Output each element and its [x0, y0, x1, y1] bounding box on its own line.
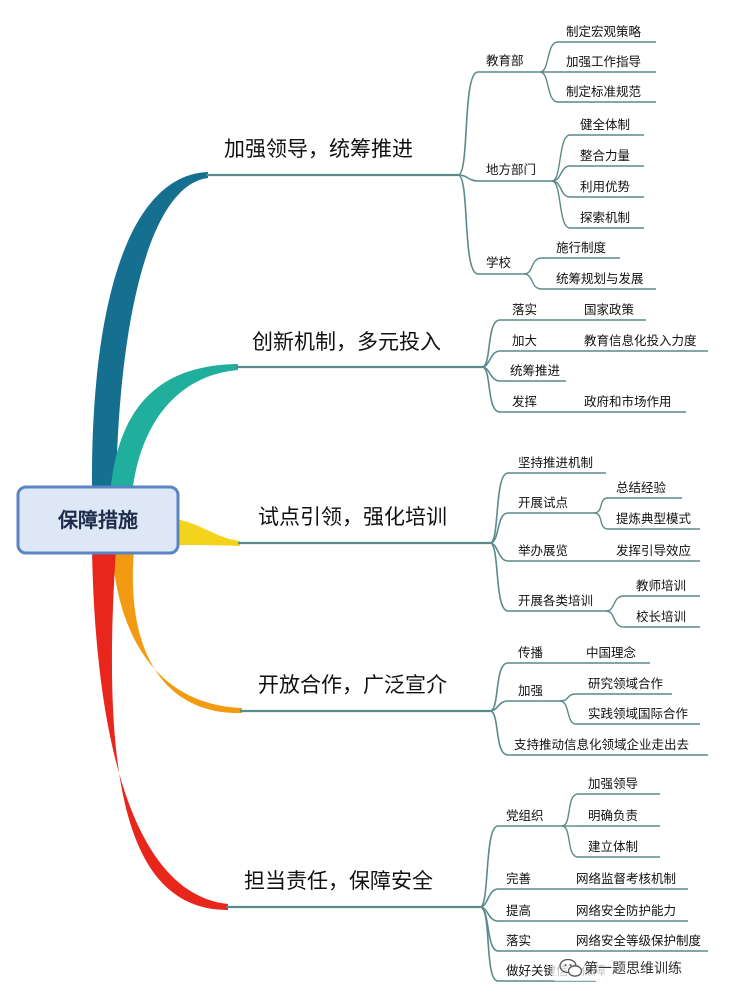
b1-leaf-2[interactable]: 加强工作指导: [566, 54, 641, 69]
b4-node-1[interactable]: 传播: [518, 645, 544, 660]
b4-leaf-3[interactable]: 实践领域国际合作: [588, 706, 689, 721]
b4-node-2[interactable]: 加强: [518, 683, 544, 698]
b2-node-1[interactable]: 落实: [512, 302, 537, 317]
watermark-text: 第一题思维训练: [584, 960, 682, 977]
watermark: 第一题思维训练: [552, 955, 716, 981]
level1-underlines: [206, 173, 490, 909]
branch-1-label[interactable]: 加强领导，统筹推进: [224, 137, 413, 161]
b1-leaf-7[interactable]: 探索机制: [580, 210, 630, 225]
b5-leaf-2[interactable]: 明确负责: [588, 808, 638, 823]
branch-3-curve: [170, 518, 240, 546]
b5-node-3[interactable]: 提高: [506, 903, 531, 918]
b1-node-difang[interactable]: 地方部门: [486, 162, 536, 177]
root-label: 保障措施: [57, 508, 138, 532]
b1-leaf-1[interactable]: 制定宏观策略: [566, 24, 642, 39]
b5-leaf-5[interactable]: 网络安全防护能力: [576, 903, 676, 918]
b3-node-2[interactable]: 开展试点: [518, 495, 568, 510]
b3-leaf-1[interactable]: 总结经验: [616, 480, 667, 495]
conn-b1-c3: [457, 174, 479, 275]
wechat-icon: [559, 958, 583, 977]
b1-node-xuexiao[interactable]: 学校: [486, 255, 512, 270]
branch-2-label[interactable]: 创新机制，多元投入: [252, 330, 441, 354]
b5-node-4[interactable]: 落实: [506, 933, 531, 948]
branch-5-curve: [92, 550, 228, 910]
branch-1-curve: [91, 172, 208, 495]
root-node[interactable]: 保障措施: [16, 485, 180, 555]
b1-leaf-9[interactable]: 统筹规划与发展: [556, 271, 644, 286]
level3-connectors: [523, 41, 708, 952]
branch-4-curve: [112, 550, 242, 714]
b2-node-4[interactable]: 发挥: [512, 394, 537, 409]
b5-leaf-6[interactable]: 网络安全等级保护制度: [576, 933, 702, 948]
b5-leaf-4[interactable]: 网络监督考核机制: [576, 871, 676, 886]
b1-leaf-6[interactable]: 利用优势: [580, 179, 631, 194]
b5-leaf-3[interactable]: 建立体制: [588, 839, 638, 854]
b4-node-3[interactable]: 支持推动信息化领域企业走出去: [514, 737, 689, 752]
b4-leaf-1[interactable]: 中国理念: [586, 645, 637, 660]
b3-node-4[interactable]: 开展各类培训: [518, 593, 593, 608]
b3-leaf-4[interactable]: 教师培训: [636, 578, 686, 593]
branch-3-label[interactable]: 试点引领，强化培训: [258, 505, 447, 529]
root-node-box: [16, 485, 180, 555]
b5-node-1[interactable]: 党组织: [506, 808, 544, 823]
branch-2-curve: [110, 364, 238, 495]
branch-5-label[interactable]: 担当责任，保障安全: [244, 869, 433, 893]
b1-leaf-5[interactable]: 整合力量: [580, 148, 630, 163]
b3-node-1[interactable]: 坚持推进机制: [518, 455, 593, 470]
conn-b1-c2: [457, 174, 479, 182]
b2-node-3[interactable]: 统筹推进: [510, 363, 561, 378]
level2-connectors: [457, 71, 708, 982]
b3-leaf-3[interactable]: 发挥引导效应: [616, 543, 691, 558]
b3-node-3[interactable]: 举办展览: [518, 543, 568, 558]
watermark-backdrop: [552, 955, 716, 981]
b5-leaf-1[interactable]: 加强领导: [588, 776, 638, 791]
b1-leaf-3[interactable]: 制定标准规范: [566, 84, 641, 99]
b2-node-2[interactable]: 加大: [512, 333, 537, 348]
conn-b1-c1: [457, 71, 479, 176]
b2-leaf-1[interactable]: 国家政策: [584, 302, 635, 317]
b4-leaf-2[interactable]: 研究领域合作: [588, 676, 664, 691]
b1-leaf-8[interactable]: 施行制度: [556, 240, 607, 255]
b2-leaf-2[interactable]: 教育信息化投入力度: [584, 333, 697, 348]
b3-leaf-2[interactable]: 提炼典型模式: [616, 511, 692, 526]
b1-leaf-4[interactable]: 健全体制: [580, 117, 630, 132]
b3-leaf-5[interactable]: 校长培训: [636, 609, 686, 624]
b1-node-jiaoyubu[interactable]: 教育部: [486, 53, 524, 68]
b2-leaf-3[interactable]: 政府和市场作用: [584, 394, 672, 409]
b5-node-2[interactable]: 完善: [506, 871, 531, 886]
branch-4-label[interactable]: 开放合作，广泛宣介: [258, 673, 447, 697]
